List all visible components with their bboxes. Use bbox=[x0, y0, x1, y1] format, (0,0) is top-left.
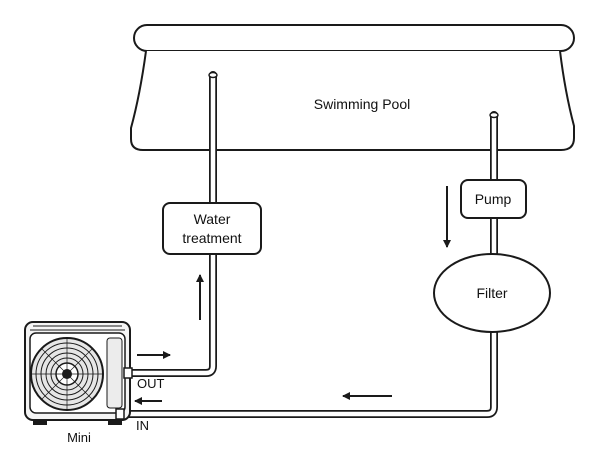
heat-pump-out-port bbox=[123, 367, 133, 379]
filter-ellipse bbox=[433, 253, 551, 333]
heat-pump-in-port bbox=[115, 408, 125, 420]
filter-label: Filter bbox=[476, 285, 507, 301]
pool-top-ring bbox=[133, 24, 575, 52]
fan-icon bbox=[30, 337, 104, 411]
pump-unit: Pump bbox=[460, 179, 527, 219]
water-treatment-unit: Water treatment bbox=[162, 202, 262, 255]
swimming-pool bbox=[130, 24, 575, 151]
pool-body bbox=[130, 50, 575, 151]
filter-unit: Filter bbox=[433, 253, 551, 333]
heat-pump-label: Mini bbox=[67, 430, 91, 445]
water-treatment-label-line1: Water bbox=[194, 211, 231, 227]
pump-box bbox=[460, 179, 527, 219]
out-label: OUT bbox=[137, 376, 165, 391]
heat-pump-top-vents bbox=[30, 325, 125, 331]
heat-pump-unit bbox=[24, 321, 133, 425]
heat-pump-side-panel bbox=[106, 337, 123, 409]
supply-pipe-inlet bbox=[208, 71, 218, 79]
in-label: IN bbox=[136, 418, 149, 433]
flow-arrows bbox=[134, 186, 451, 405]
water-treatment-label-line2: treatment bbox=[182, 230, 241, 246]
pump-label: Pump bbox=[475, 191, 512, 207]
pipes bbox=[116, 71, 498, 418]
pool-label: Swimming Pool bbox=[314, 96, 410, 112]
water-treatment-box bbox=[162, 202, 262, 255]
return-pipe-inlet bbox=[489, 111, 499, 119]
